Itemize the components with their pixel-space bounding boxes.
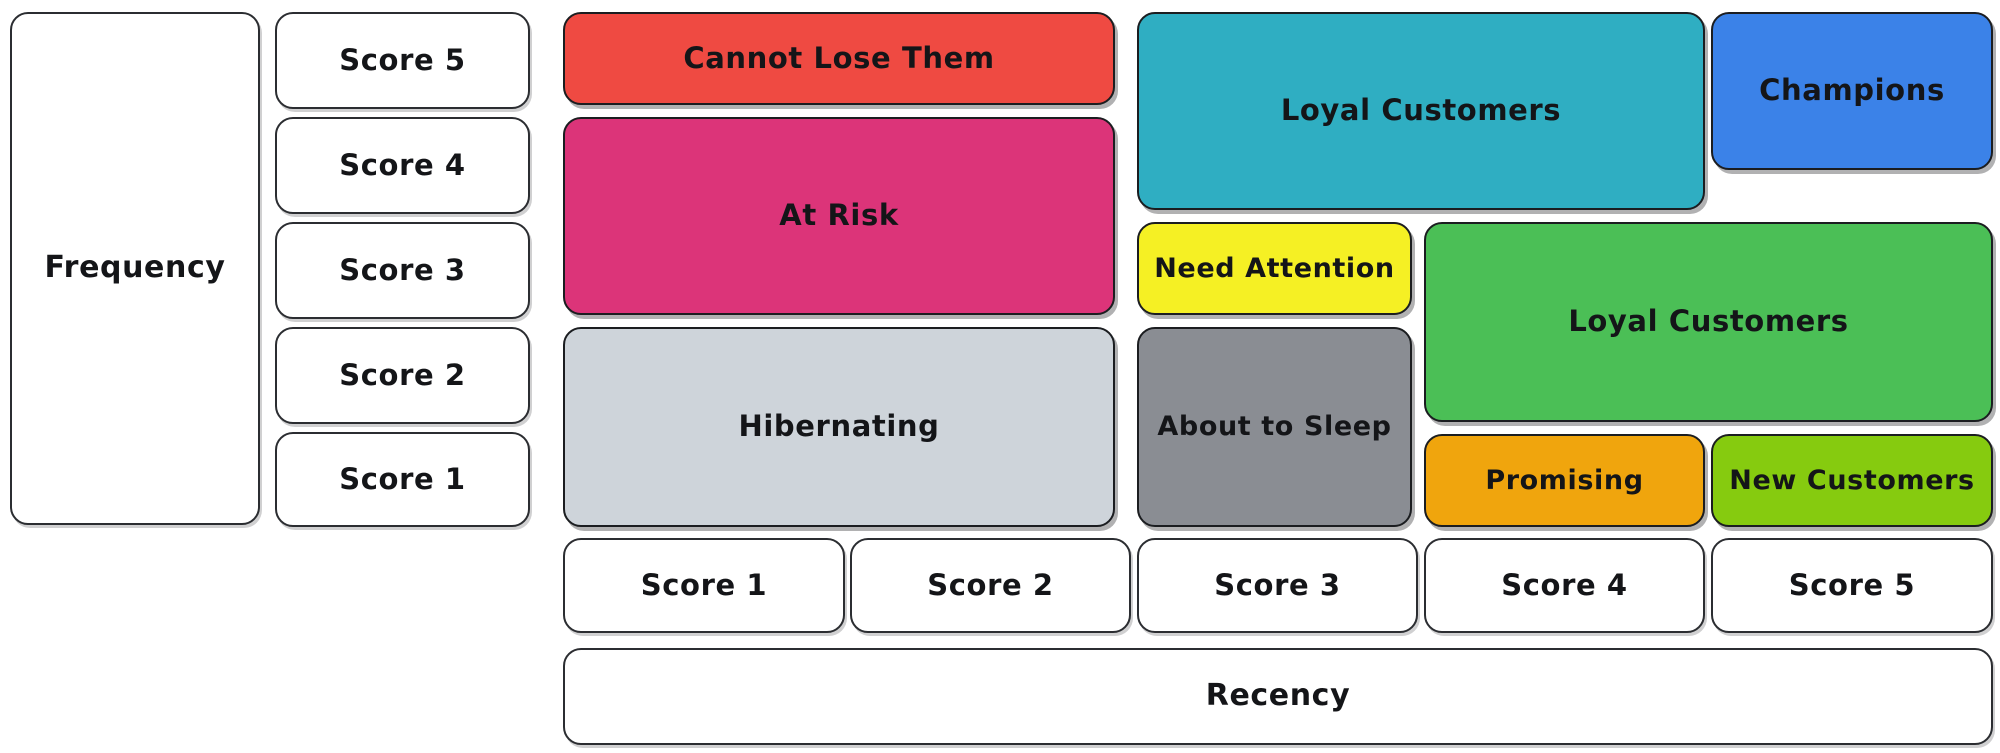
segment-about-to-sleep[interactable]: About to Sleep [1137,327,1412,527]
segment-promising[interactable]: Promising [1424,434,1705,527]
recency-score-4: Score 4 [1424,538,1705,633]
segment-loyal-customers-teal[interactable]: Loyal Customers [1137,12,1705,210]
segment-cannot-lose-them[interactable]: Cannot Lose Them [563,12,1115,105]
segment-champions[interactable]: Champions [1711,12,1993,170]
segment-at-risk[interactable]: At Risk [563,117,1115,315]
segment-loyal-customers-green[interactable]: Loyal Customers [1424,222,1993,422]
segment-need-attention[interactable]: Need Attention [1137,222,1412,315]
frequency-score-2: Score 2 [275,327,530,424]
frequency-score-5: Score 5 [275,12,530,109]
frequency-score-1: Score 1 [275,432,530,527]
recency-score-2: Score 2 [850,538,1131,633]
recency-score-5: Score 5 [1711,538,1993,633]
frequency-score-3: Score 3 [275,222,530,319]
frequency-score-4: Score 4 [275,117,530,214]
recency-axis-label: Recency [563,648,1993,745]
segment-new-customers[interactable]: New Customers [1711,434,1993,527]
recency-score-1: Score 1 [563,538,845,633]
frequency-axis-label: Frequency [10,12,260,525]
segment-hibernating[interactable]: Hibernating [563,327,1115,527]
recency-score-3: Score 3 [1137,538,1418,633]
